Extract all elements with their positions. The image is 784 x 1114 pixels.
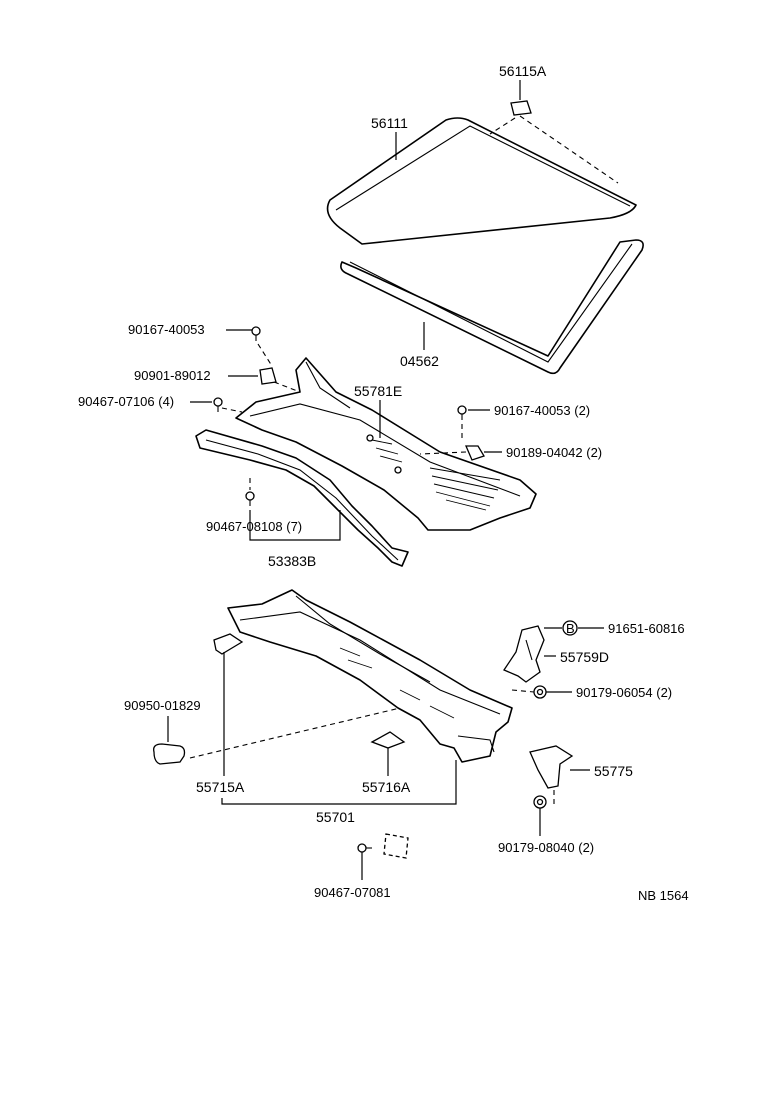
nut-90189-04042 xyxy=(419,445,502,461)
callout-90467-07106: 90467-07106 (4) xyxy=(78,394,174,409)
bracket-55775 xyxy=(529,745,590,806)
bolt-90167-40053-right xyxy=(457,405,490,440)
bracket-55701 xyxy=(221,760,457,805)
callout-55781E: 55781E xyxy=(354,383,402,399)
callout-B-marker: B xyxy=(566,621,575,636)
callout-90467-07081: 90467-07081 xyxy=(314,885,391,900)
callout-56115A: 56115A xyxy=(499,63,547,79)
bracket-55716A xyxy=(370,731,406,776)
callout-90167-40053-right: 90167-40053 (2) xyxy=(494,403,590,418)
callout-55716A: 55716A xyxy=(362,779,411,795)
callout-90467-08108: 90467-08108 (7) xyxy=(206,519,302,534)
nut-90179-08040 xyxy=(533,795,547,836)
callout-53383B: 53383B xyxy=(268,553,316,569)
nut-90179-06054 xyxy=(511,685,572,699)
cowl-panel xyxy=(227,589,513,763)
callout-55715A: 55715A xyxy=(196,779,245,795)
callout-90189-04042: 90189-04042 (2) xyxy=(506,445,602,460)
callout-90901-89012: 90901-89012 xyxy=(134,368,211,383)
bracket-55759D xyxy=(503,625,556,683)
callout-90167-40053-top: 90167-40053 xyxy=(128,322,205,337)
screw-90467-08108 xyxy=(245,478,255,506)
callout-04562: 04562 xyxy=(400,353,439,369)
callout-55701: 55701 xyxy=(316,809,355,825)
callout-55759D: 55759D xyxy=(560,649,609,665)
cowl-seal xyxy=(195,429,409,567)
callout-55775: 55775 xyxy=(594,763,633,779)
screw-90467-07106 xyxy=(190,397,243,413)
cowl-top-panel xyxy=(235,357,537,531)
pad-90950-01829 xyxy=(153,707,401,765)
glass-clip xyxy=(489,100,619,184)
screw-90467-07081 xyxy=(357,833,409,880)
callout-90179-08040: 90179-08040 (2) xyxy=(498,840,594,855)
callout-90179-06054: 90179-06054 (2) xyxy=(576,685,672,700)
bolt-90167-40053 xyxy=(226,326,273,367)
callout-90950-01829: 90950-01829 xyxy=(124,698,201,713)
callout-56111: 56111 xyxy=(371,115,408,131)
bracket-53383B xyxy=(249,510,341,541)
bracket-55715A xyxy=(213,633,244,776)
windshield-molding xyxy=(340,239,644,375)
diagram-code: NB 1564 xyxy=(638,888,689,903)
windshield-glass xyxy=(326,117,637,245)
bolt-91651-60816 xyxy=(544,620,604,636)
clip-90901-89012 xyxy=(228,367,301,393)
callout-91651-60816: 91651-60816 xyxy=(608,621,685,636)
